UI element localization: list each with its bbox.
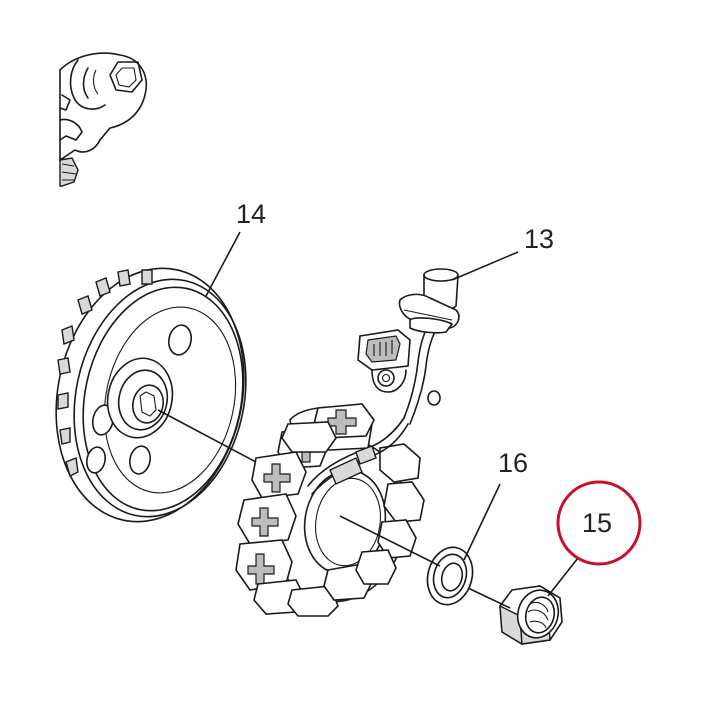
flywheel-rotor-part-14 xyxy=(55,267,247,523)
stator-coil-poles xyxy=(235,403,425,617)
callout-number-15: 15 xyxy=(582,508,612,538)
highlight-circle xyxy=(556,480,642,566)
nut-part-15 xyxy=(499,585,563,646)
leader-lines xyxy=(157,231,579,609)
washer-part-16 xyxy=(426,546,474,606)
cable-grommet xyxy=(398,268,460,334)
sprocket-gear-partial xyxy=(59,52,147,187)
callout-number-14: 14 xyxy=(236,199,266,229)
callout-number-16: 16 xyxy=(498,448,528,478)
callout-number-13: 13 xyxy=(524,224,554,254)
stator-connector xyxy=(357,329,441,406)
stator-part-13 xyxy=(235,268,460,617)
